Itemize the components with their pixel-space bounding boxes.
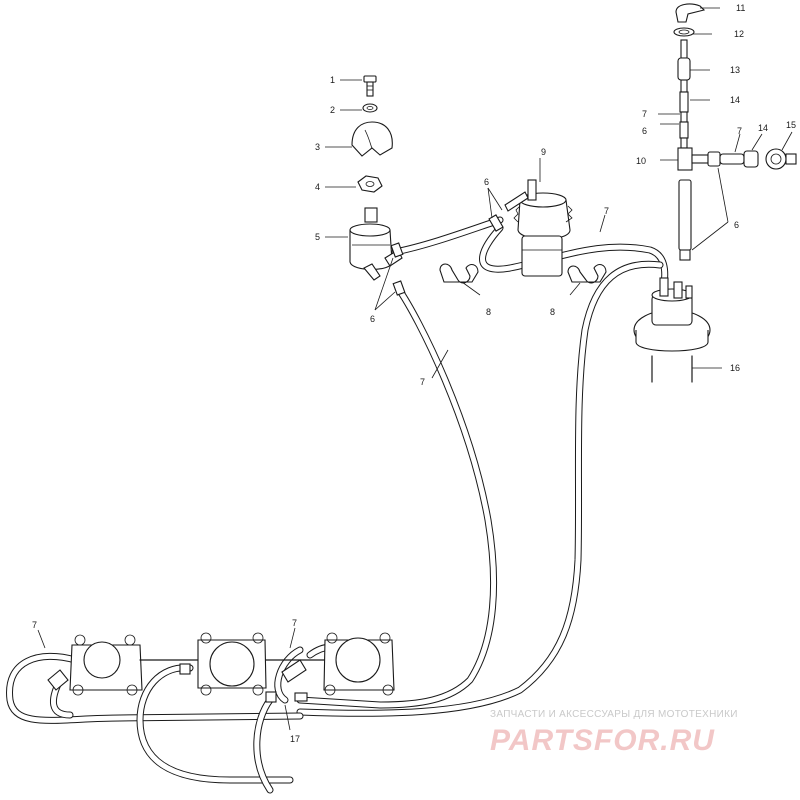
callout-7-branch: 7 xyxy=(737,126,742,136)
callout-7-left: 7 xyxy=(32,620,37,630)
callout-12: 12 xyxy=(734,29,744,39)
callout-6-vent: 6 xyxy=(642,126,647,136)
hose-clips xyxy=(439,263,607,284)
callout-7-mid: 7 xyxy=(292,618,297,628)
callout-15: 15 xyxy=(786,120,796,130)
watermark: ЗАПЧАСТИ И АКСЕССУАРЫ ДЛЯ МОТОТЕХНИКИ PA… xyxy=(490,709,738,757)
vent-assembly xyxy=(673,3,797,261)
watermark-brand: PARTSFOR.RU xyxy=(490,724,715,757)
callout-8-right: 8 xyxy=(550,307,555,317)
callout-16: 16 xyxy=(730,363,740,373)
fuel-tank-flange xyxy=(633,277,711,383)
callout-8-left: 8 xyxy=(486,307,491,317)
callout-17: 17 xyxy=(290,734,300,744)
callout-10: 10 xyxy=(636,156,646,166)
fuel-filter-assembly xyxy=(349,75,406,296)
fuel-pump xyxy=(488,179,573,277)
hoses xyxy=(6,216,669,794)
callout-9: 9 xyxy=(541,147,546,157)
carburetor-manifold xyxy=(47,632,395,703)
watermark-subtitle: ЗАПЧАСТИ И АКСЕССУАРЫ ДЛЯ МОТОТЕХНИКИ xyxy=(490,709,738,720)
callout-5: 5 xyxy=(315,232,320,242)
callout-labels: 1 2 3 4 5 6 6 6 6 7 7 7 7 7 7 8 8 9 10 1… xyxy=(32,3,796,744)
callout-6-pump: 6 xyxy=(484,177,489,187)
leader-lines xyxy=(37,7,793,731)
callout-2: 2 xyxy=(330,105,335,115)
callout-14-branch: 14 xyxy=(758,123,768,133)
callout-7-tank: 7 xyxy=(604,206,609,216)
callout-6-filter: 6 xyxy=(370,314,375,324)
callout-13: 13 xyxy=(730,65,740,75)
callout-6-branch: 6 xyxy=(734,220,739,230)
callout-3: 3 xyxy=(315,142,320,152)
callout-1: 1 xyxy=(330,75,335,85)
callout-7-long: 7 xyxy=(420,377,425,387)
callout-7-vent: 7 xyxy=(642,109,647,119)
callout-4: 4 xyxy=(315,182,320,192)
callout-11: 11 xyxy=(736,3,745,13)
callout-14-vent: 14 xyxy=(730,95,740,105)
